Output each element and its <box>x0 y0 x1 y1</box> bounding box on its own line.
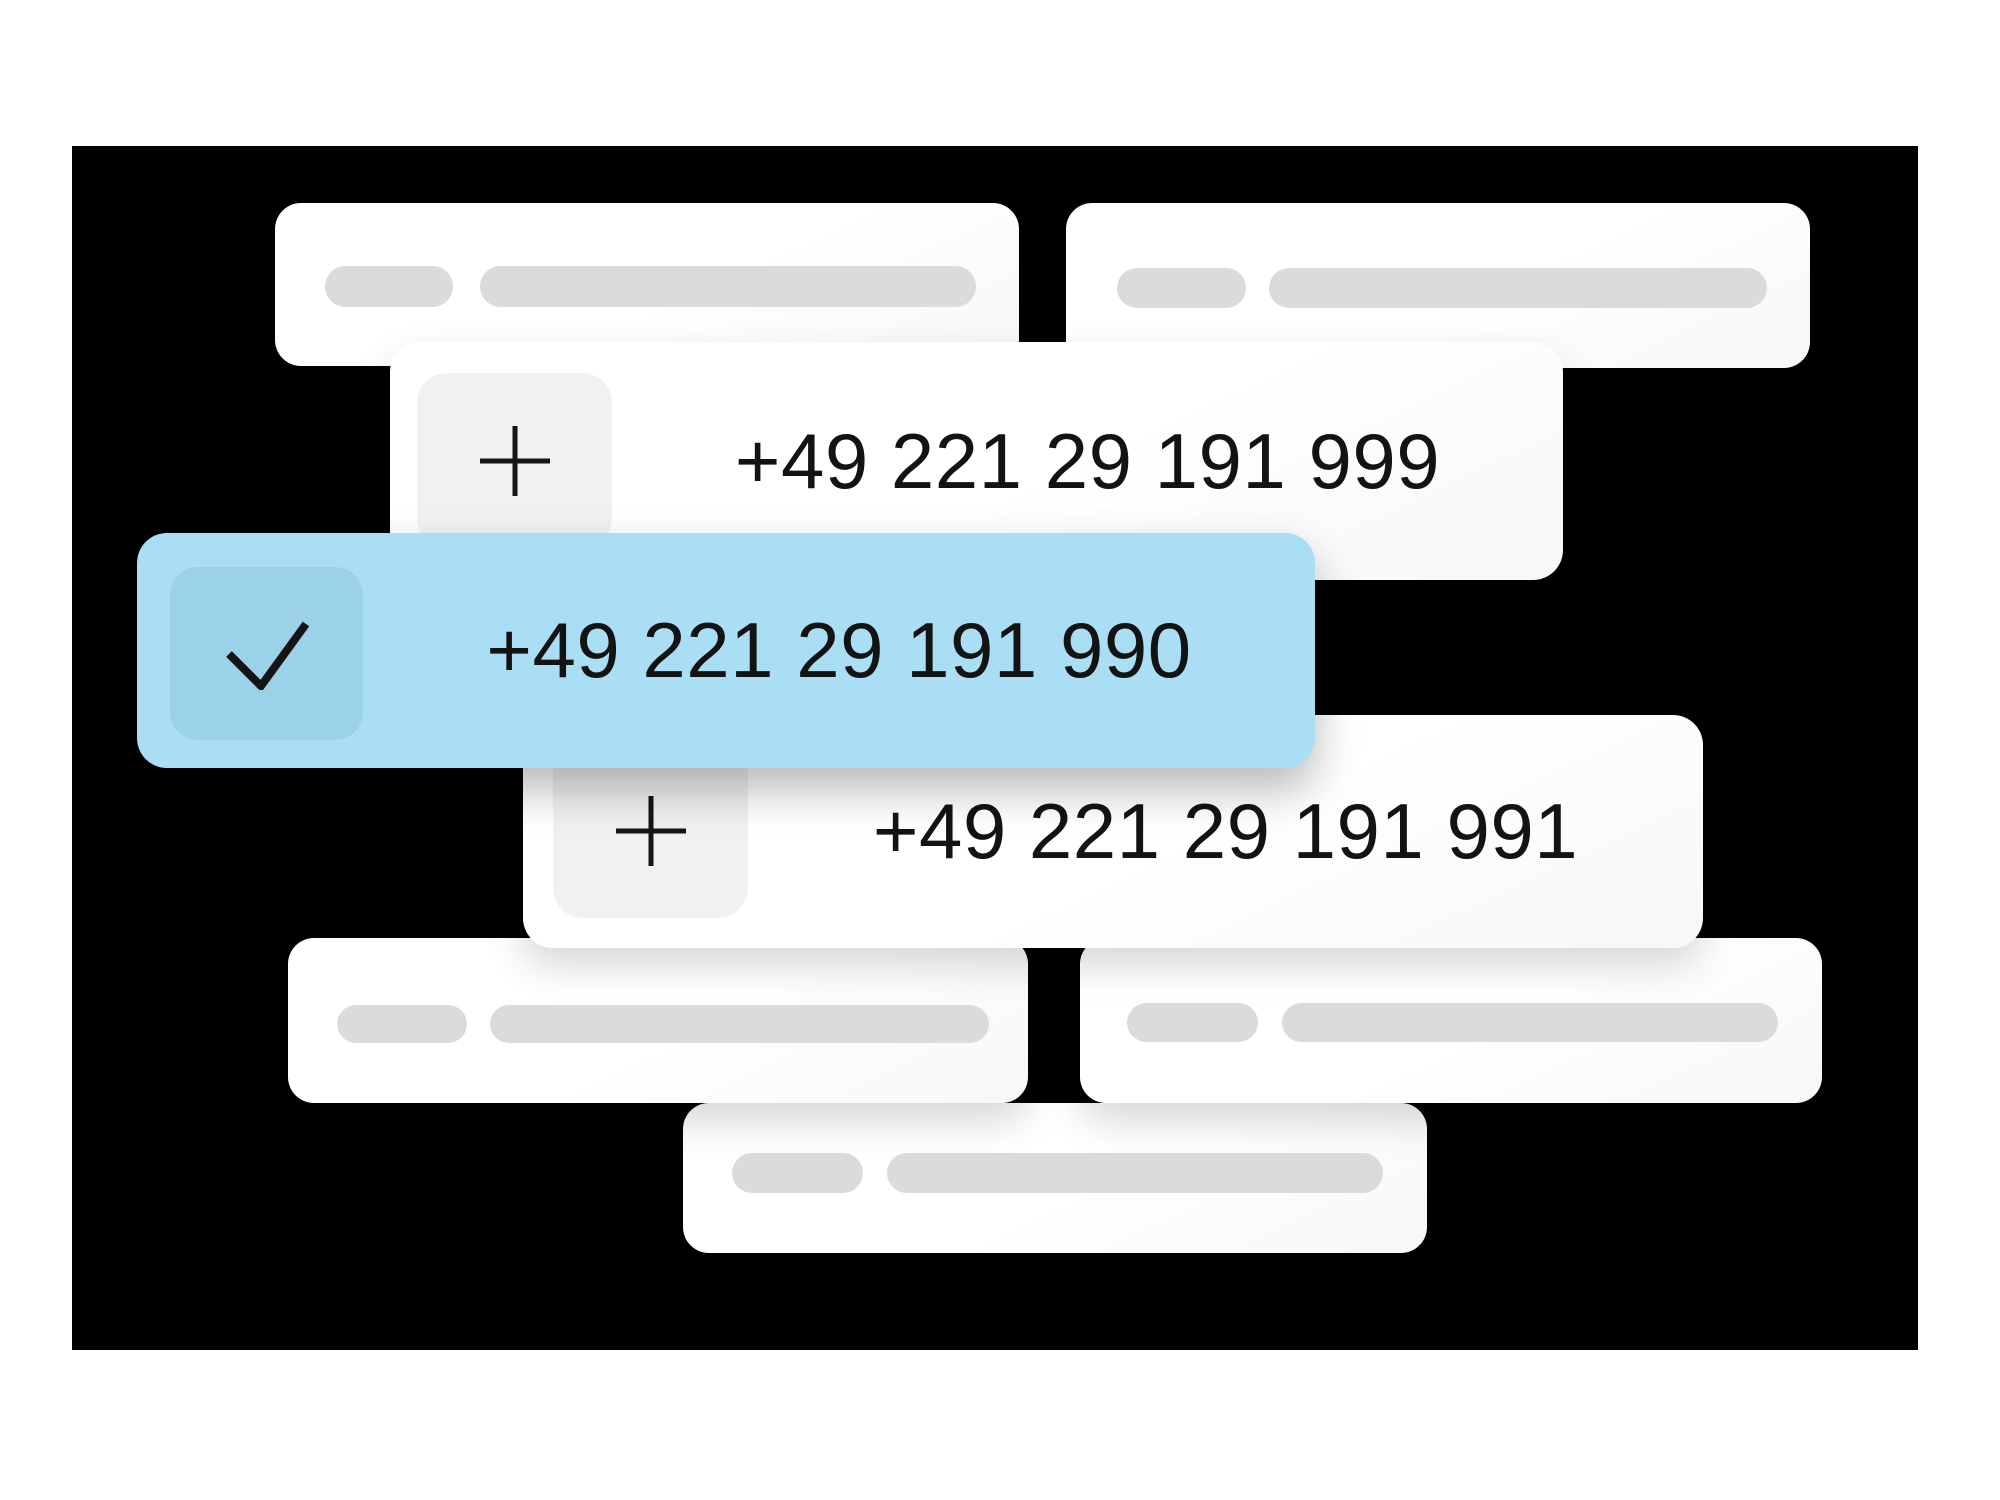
placeholder-pill-small <box>325 266 453 307</box>
add-number-button[interactable] <box>417 373 612 548</box>
placeholder-pill-small <box>732 1153 863 1193</box>
placeholder-pill-large <box>490 1005 989 1043</box>
check-icon <box>225 621 309 690</box>
skeleton-row-bottom-right <box>1080 938 1822 1103</box>
placeholder-pill-large <box>887 1153 1383 1193</box>
skeleton-row-top-left <box>275 203 1019 366</box>
placeholder-pill-small <box>1117 268 1246 308</box>
placeholder-pill-large <box>1269 268 1767 308</box>
placeholder-pill-large <box>480 266 976 307</box>
add-number-button[interactable] <box>553 743 748 918</box>
placeholder-pill-small <box>337 1005 467 1043</box>
skeleton-row-top-right <box>1066 203 1810 368</box>
plus-icon <box>479 425 550 496</box>
placeholder-pill-large <box>1282 1003 1778 1042</box>
skeleton-row-bottom-left <box>288 938 1028 1103</box>
phone-number: +49 221 29 191 999 <box>734 416 1441 505</box>
plus-icon <box>615 795 686 866</box>
phone-number-row-990-selected[interactable]: +49 221 29 191 990 <box>137 533 1315 768</box>
placeholder-pill-small <box>1127 1003 1258 1042</box>
phone-number: +49 221 29 191 991 <box>872 787 1579 875</box>
selected-checkbox[interactable] <box>170 567 363 740</box>
skeleton-row-bottom-center <box>683 1103 1427 1253</box>
phone-number: +49 221 29 191 990 <box>486 606 1192 694</box>
